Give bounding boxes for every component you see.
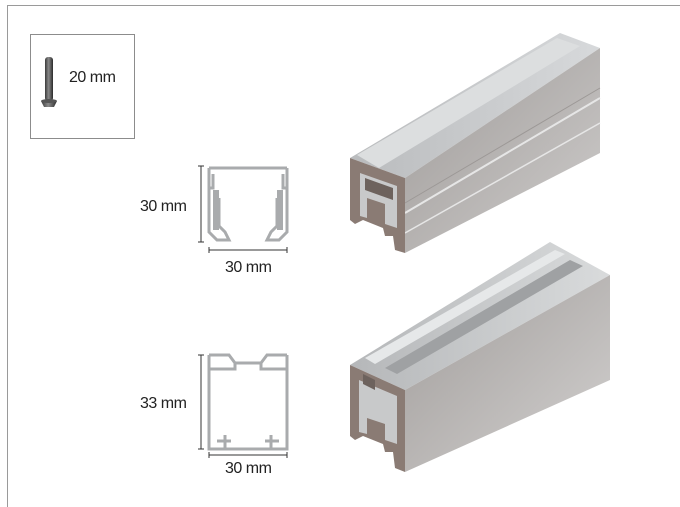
- profile-2-height-label: 33 mm: [140, 395, 187, 412]
- profile-2-render: [350, 242, 610, 472]
- profile-2-width-label: 30 mm: [225, 460, 272, 477]
- screw-box: 20 mm: [30, 34, 135, 139]
- profile-1-render: [350, 33, 601, 253]
- frame-border-top: [7, 5, 680, 6]
- profile-1-height-label: 30 mm: [140, 198, 187, 215]
- profile-1-width-label: 30 mm: [225, 259, 272, 276]
- profile-2-cross-section: [198, 353, 289, 458]
- screw-icon: [41, 57, 57, 107]
- profile-1-cross-section: [198, 165, 289, 253]
- screw-length-label: 20 mm: [69, 69, 116, 86]
- frame-border-left: [7, 5, 8, 507]
